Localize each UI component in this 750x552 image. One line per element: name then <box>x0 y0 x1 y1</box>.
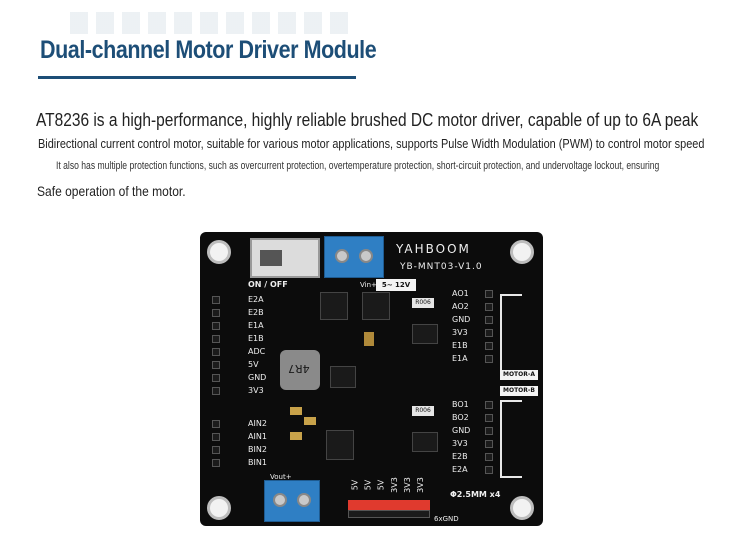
pin-label: E1B <box>452 341 468 350</box>
gnd-label: 6xGND <box>434 515 459 523</box>
pin-label: 5V <box>248 360 259 369</box>
pin-label: 3V3 <box>402 477 412 493</box>
pin-label: GND <box>452 426 471 435</box>
pin-label: BO1 <box>452 400 469 409</box>
vout-label: Vout+ <box>270 473 292 481</box>
motor-b-connector <box>500 400 522 478</box>
model-number: YB-MNT03-V1.0 <box>400 262 483 272</box>
vin-label: Vin+ <box>360 281 377 289</box>
inductor: 4R7 <box>280 350 320 390</box>
regulator-chip <box>330 366 356 388</box>
description-line-2: Bidirectional current control motor, sui… <box>38 136 705 151</box>
pin-label: AO2 <box>452 302 469 311</box>
pin-label: 3V3 <box>248 386 264 395</box>
pin-label: 3V3 <box>415 477 425 493</box>
mounting-hole <box>207 496 231 520</box>
mosfet-chip <box>362 292 390 320</box>
driver-chip-a <box>412 324 438 344</box>
pin-label: E2A <box>452 465 468 474</box>
pin-label: E1B <box>248 334 264 343</box>
pin-label: 3V3 <box>389 477 399 493</box>
pin-label: 5V <box>363 479 373 491</box>
pin-label: GND <box>248 373 267 382</box>
faded-background-text <box>70 12 350 34</box>
pin-label: BIN2 <box>248 445 267 454</box>
pin-label: E1A <box>452 354 468 363</box>
pin-label: BIN1 <box>248 458 267 467</box>
capacitor <box>290 407 302 415</box>
description-line-3: It also has multiple protection function… <box>56 160 660 172</box>
pin-label: E2A <box>248 295 264 304</box>
power-switch <box>250 238 320 278</box>
driver-chip-b <box>412 432 438 452</box>
mounting-hole <box>510 496 534 520</box>
pin-label: 3V3 <box>452 439 468 448</box>
hole-size-label: Φ2.5MM x4 <box>450 490 501 499</box>
input-terminal <box>324 236 384 278</box>
regulator-chip <box>326 430 354 460</box>
title-underline <box>38 76 356 79</box>
pin-label: AIN2 <box>248 419 267 428</box>
pin-label: AO1 <box>452 289 469 298</box>
motor-driver-board-image: ON / OFF Vin+ 5~ 12V YAHBOOM YB-MNT03-V1… <box>200 232 543 526</box>
shunt-resistor: R006 <box>412 298 434 308</box>
brand-logo: YAHBOOM <box>396 242 471 256</box>
motor-b-label: MOTOR-B <box>500 386 538 396</box>
pin-label: E2B <box>248 308 264 317</box>
pin-label: E2B <box>452 452 468 461</box>
mounting-hole <box>510 240 534 264</box>
description-line-1: AT8236 is a high-performance, highly rel… <box>36 110 699 130</box>
pin-label: 3V3 <box>452 328 468 337</box>
motor-a-connector <box>500 294 522 372</box>
pin-label: 5V <box>376 479 386 491</box>
page-title: Dual-channel Motor Driver Module <box>40 36 377 64</box>
pin-label: 5V <box>350 479 360 491</box>
pin-label: AIN1 <box>248 432 267 441</box>
output-terminal <box>264 480 320 522</box>
pin-label: ADC <box>248 347 266 356</box>
motor-a-label: MOTOR-A <box>500 370 538 380</box>
mosfet-chip <box>320 292 348 320</box>
mounting-hole <box>207 240 231 264</box>
capacitor <box>364 332 374 346</box>
pin-label: GND <box>452 315 471 324</box>
capacitor <box>290 432 302 440</box>
voltage-label: 5~ 12V <box>376 279 416 291</box>
capacitor <box>304 417 316 425</box>
pin-label: E1A <box>248 321 264 330</box>
shunt-resistor: R006 <box>412 406 434 416</box>
switch-label: ON / OFF <box>248 280 288 289</box>
pin-label: BO2 <box>452 413 469 422</box>
description-line-4: Safe operation of the motor. <box>37 183 186 199</box>
